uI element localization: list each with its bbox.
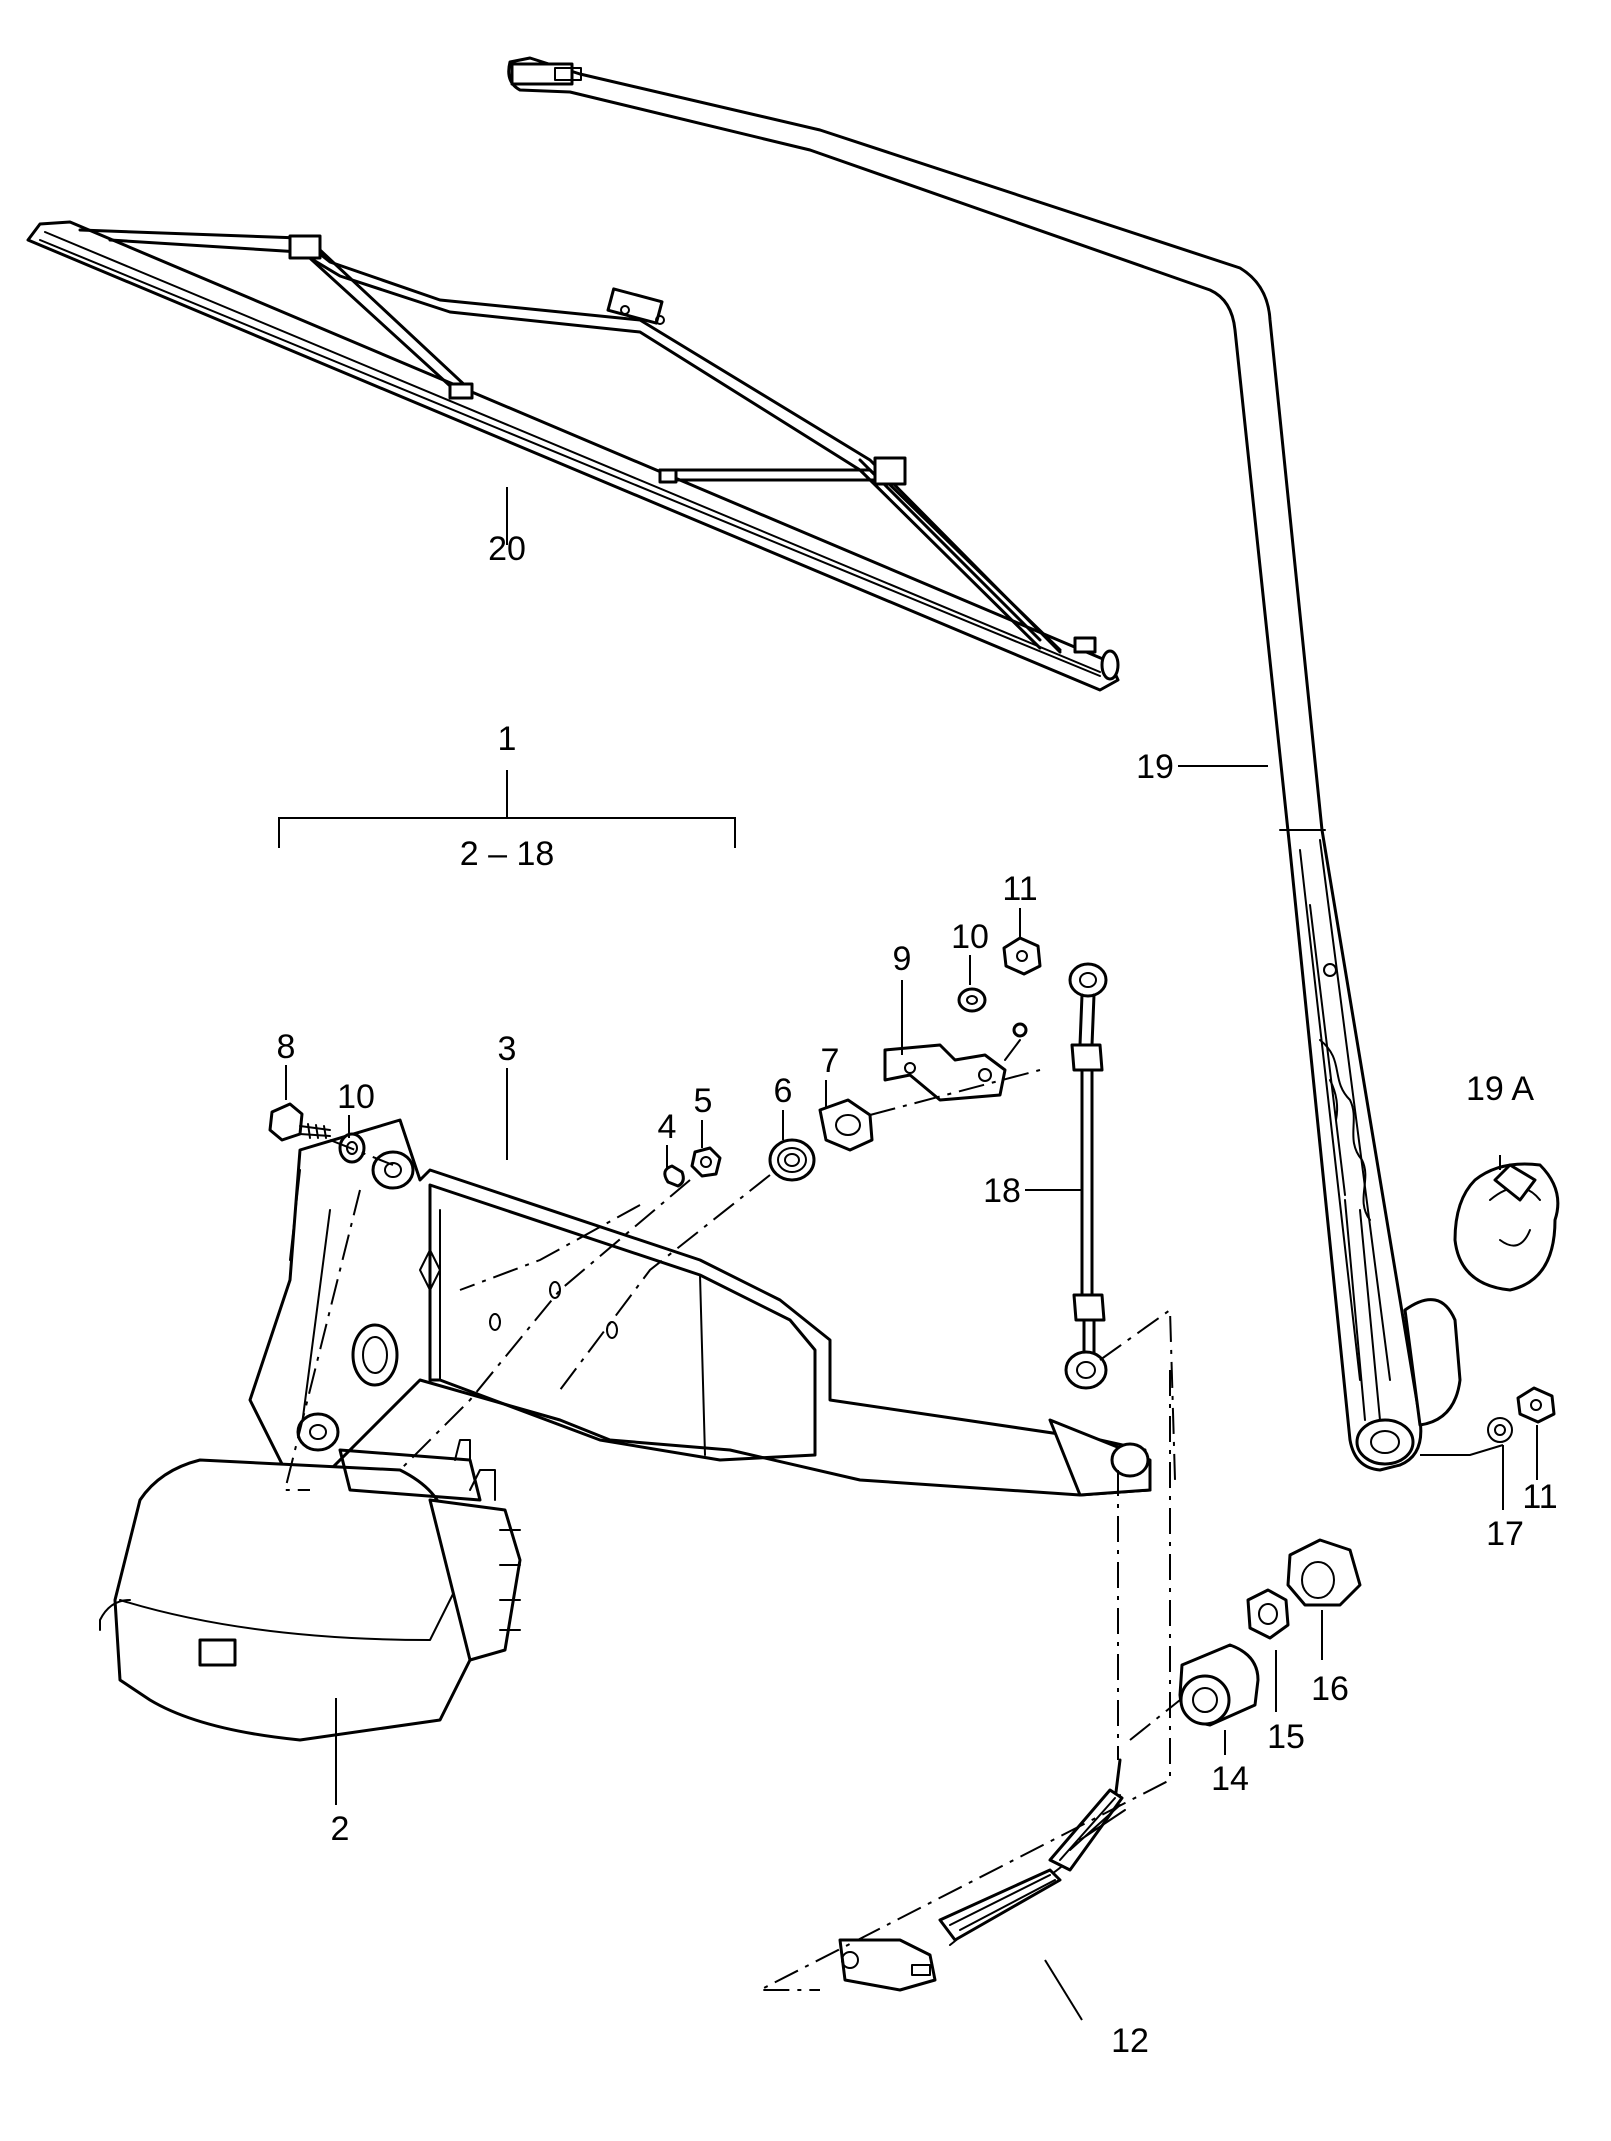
nut-11-top <box>1002 936 1042 976</box>
wiper-motor <box>99 1439 522 1742</box>
callout-7: 7 <box>821 1042 840 1080</box>
callout-16: 16 <box>1311 1670 1349 1708</box>
callout-1: 1 <box>498 720 517 758</box>
bushing-14 <box>1178 1643 1260 1727</box>
callout-12: 12 <box>1111 2022 1149 2060</box>
callout-2: 2 <box>331 1810 350 1848</box>
pivot-boss-top <box>371 1150 415 1190</box>
wiper-arm <box>507 56 1462 1472</box>
nut-7 <box>818 1098 874 1152</box>
callout-11-right: 11 <box>1522 1478 1557 1516</box>
assembly-lines <box>283 1069 1181 1991</box>
callout-19a: 19 A <box>1466 1070 1534 1108</box>
callout-10-left: 10 <box>337 1078 375 1116</box>
connecting-rod-18 <box>1064 962 1108 1390</box>
callout-17: 17 <box>1486 1515 1524 1553</box>
callout-6: 6 <box>774 1072 793 1110</box>
callout-18: 18 <box>983 1172 1021 1210</box>
callout-5: 5 <box>694 1082 713 1120</box>
callout-2-18: 2 – 18 <box>460 835 555 873</box>
bolt-8 <box>268 1102 331 1142</box>
group-bracket <box>278 770 736 848</box>
spindle-12 <box>838 1758 1126 1992</box>
callout-20: 20 <box>488 530 526 568</box>
callout-14: 14 <box>1211 1760 1249 1798</box>
washer-10-top <box>957 987 987 1013</box>
leader-lines <box>285 487 1538 2021</box>
callout-4: 4 <box>658 1108 677 1146</box>
clip-19a <box>1453 1162 1560 1292</box>
pivot-boss-bottom <box>296 1412 340 1452</box>
linkage-frame <box>248 1118 1152 1502</box>
callout-3: 3 <box>498 1030 517 1068</box>
callout-15: 15 <box>1267 1718 1305 1756</box>
seal-washer-6 <box>768 1138 816 1182</box>
nut-15 <box>1246 1588 1290 1640</box>
nut-11-right <box>1516 1386 1556 1424</box>
wiper-blade <box>26 220 1120 692</box>
callout-labels: 1 2 – 18 2 3 4 5 6 7 8 9 10 10 11 11 12 … <box>277 530 1558 2060</box>
callout-10-top: 10 <box>951 918 989 956</box>
cap-nut-16 <box>1286 1538 1362 1607</box>
nut-5 <box>690 1146 722 1178</box>
callout-19: 19 <box>1136 748 1174 786</box>
lock-washer-17 <box>1487 1417 1513 1443</box>
callout-8: 8 <box>277 1028 296 1066</box>
spring-washer-4 <box>663 1164 685 1188</box>
bracket-9 <box>883 1022 1028 1102</box>
callout-11-top: 11 <box>1002 870 1037 908</box>
callout-9: 9 <box>893 940 912 978</box>
